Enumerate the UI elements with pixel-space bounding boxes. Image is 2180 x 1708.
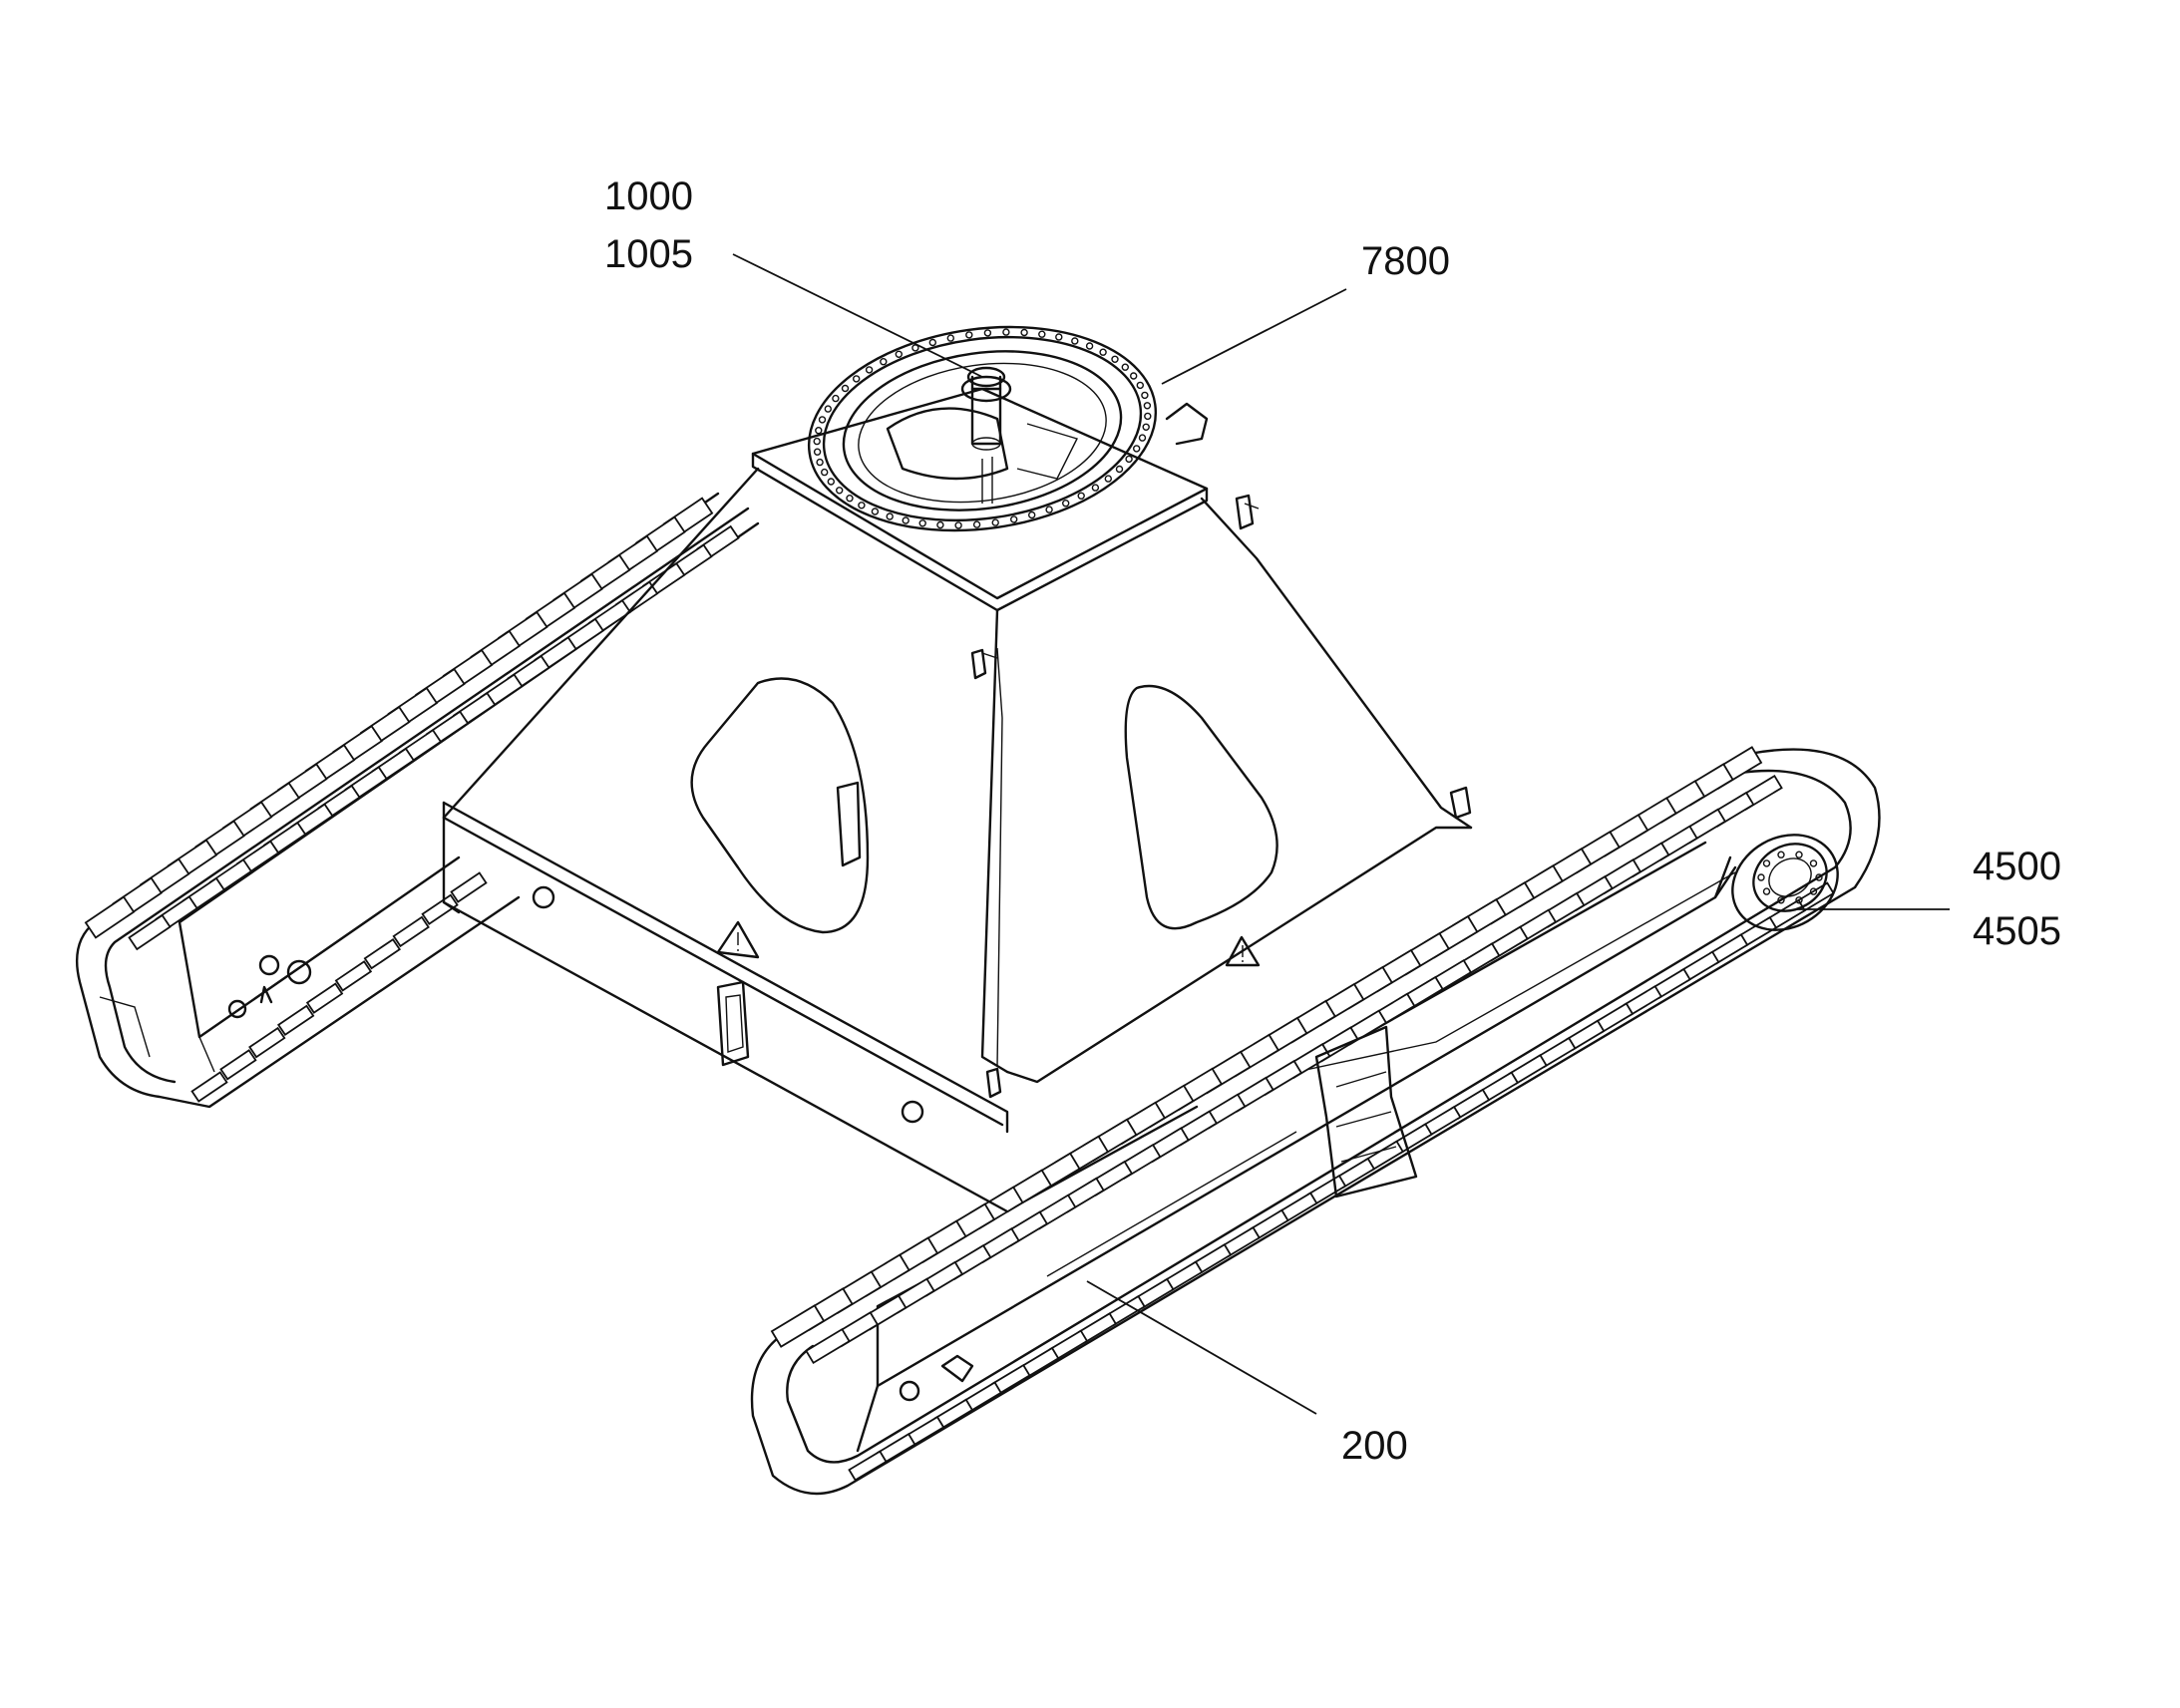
ring-bolt	[815, 427, 823, 435]
track-shoe	[805, 1327, 851, 1365]
track-shoe	[450, 871, 488, 903]
ring-bolt	[1144, 412, 1152, 421]
hub-bolt	[1757, 873, 1765, 881]
callout-1005: 1005	[604, 232, 693, 276]
callout-4505: 4505	[1973, 909, 2061, 953]
ring-bolt	[1071, 337, 1079, 345]
warning-triangle-icon	[716, 920, 760, 959]
track-shoe	[363, 937, 401, 970]
track-shoe	[334, 960, 373, 992]
ring-bolt	[1125, 455, 1133, 464]
ring-bolt	[813, 437, 821, 446]
warning-triangle-icon	[1225, 935, 1261, 967]
ring-bolt	[991, 518, 999, 526]
ring-bolt	[1077, 492, 1085, 500]
ring-bolt	[818, 416, 827, 424]
ring-bolt	[1111, 355, 1119, 363]
ring-bolt	[1136, 381, 1145, 390]
ring-bolt	[1115, 465, 1124, 474]
rotary-union	[960, 366, 1012, 504]
ring-bolt	[1099, 348, 1107, 356]
ring-bolt	[858, 502, 866, 510]
ring-bolt	[813, 448, 822, 456]
hub-bolt	[1815, 873, 1823, 881]
hub-bolt	[1795, 896, 1803, 904]
ring-bolt	[983, 329, 992, 337]
track-shoe	[848, 1450, 888, 1482]
hub-bolt	[1809, 887, 1818, 895]
ring-bolt	[1027, 511, 1036, 519]
ring-bolt	[1055, 333, 1063, 341]
ring-bolt	[1104, 475, 1113, 483]
ring-bolt	[1143, 402, 1152, 410]
ring-bolt	[1129, 372, 1138, 380]
track-shoe	[190, 1071, 228, 1103]
ring-bolt	[972, 520, 981, 528]
ring-bolt	[846, 495, 854, 503]
ring-bolt	[1132, 445, 1141, 453]
ring-bolt	[918, 519, 926, 527]
drive-sprocket-hub	[1731, 834, 1839, 931]
hub-bolt	[1762, 887, 1771, 895]
ring-bolt	[936, 520, 944, 529]
ring-bolt	[1045, 506, 1053, 513]
ring-bolt	[895, 350, 903, 358]
callout-200: 200	[1341, 1424, 1408, 1468]
ring-bolt	[865, 366, 874, 374]
hub-bolt	[1762, 859, 1771, 867]
ring-bolt	[1002, 328, 1010, 336]
ring-bolt	[902, 516, 909, 524]
ring-bolt	[1085, 342, 1094, 350]
callout-4500: 4500	[1973, 845, 2061, 888]
track-shoe	[770, 1304, 826, 1348]
slewing-ring	[807, 325, 1209, 532]
ring-bolt	[1038, 330, 1046, 338]
ring-bolt	[1138, 434, 1147, 442]
ring-bolt	[832, 394, 840, 403]
ring-bolt	[821, 468, 829, 477]
track-shoe	[219, 1049, 257, 1081]
hub-bolt	[1795, 851, 1803, 858]
hub-bolt	[1777, 896, 1785, 904]
track-shoe	[128, 913, 172, 951]
track-shoe	[305, 982, 344, 1014]
leader-lines	[732, 253, 1950, 1415]
ring-bolt	[946, 334, 954, 342]
callout-labels: 1000 1005 7800 4500 4505 200	[604, 174, 2061, 1468]
ring-bolt	[853, 375, 861, 383]
ring-bolt	[1010, 515, 1018, 523]
ring-bolt	[1020, 328, 1028, 337]
carbody-pyramid	[442, 387, 1473, 1213]
track-shoe	[392, 915, 430, 948]
ring-bolt	[965, 331, 973, 339]
ring-bolt	[1061, 500, 1070, 508]
ring-bolt	[1091, 484, 1100, 492]
hub-bolt	[1777, 851, 1785, 858]
track-shoe	[421, 893, 459, 925]
ring-bolt	[928, 338, 936, 347]
ring-bolt	[886, 512, 894, 520]
track-shoe	[84, 895, 136, 939]
ring-bolt	[816, 458, 824, 467]
ring-bolt	[836, 487, 844, 495]
ring-bolt	[827, 478, 835, 486]
track-shoe	[248, 1026, 286, 1059]
ring-bolt	[1141, 391, 1149, 400]
ring-bolt	[880, 358, 888, 366]
left-crawler-track	[76, 492, 760, 1109]
ring-bolt	[954, 521, 962, 529]
ring-bolt	[824, 405, 832, 413]
ring-bolt	[1142, 423, 1150, 431]
track-shoe	[277, 1004, 315, 1037]
right-track-shoes	[770, 746, 1835, 1482]
ring-bolt	[841, 384, 850, 393]
left-track-shoes	[84, 497, 740, 1103]
callout-1000: 1000	[604, 174, 693, 218]
hub-bolt	[1809, 859, 1818, 867]
ring-bolt	[1121, 363, 1130, 371]
right-crawler-track	[750, 746, 1881, 1496]
ring-bolt	[871, 508, 880, 515]
callout-7800: 7800	[1361, 239, 1450, 283]
